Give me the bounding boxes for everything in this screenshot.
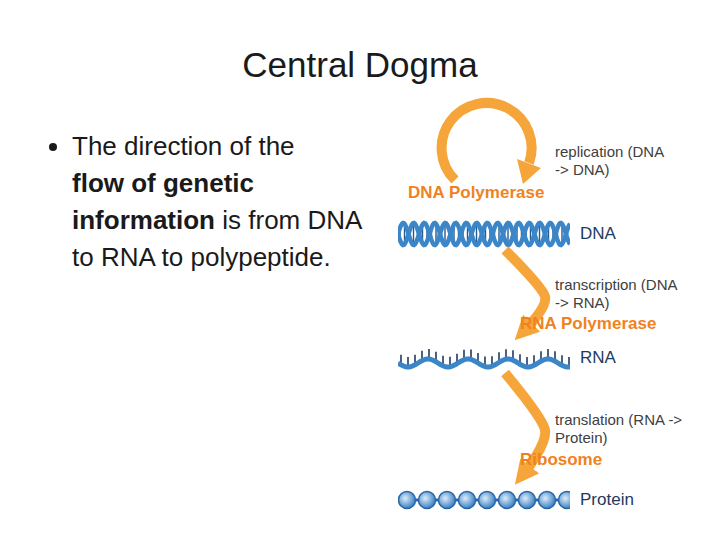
molecule-label: DNA — [580, 224, 616, 244]
dna-strand — [398, 223, 570, 245]
step-label: replication (DNA -> DNA) — [555, 143, 670, 179]
molecule-node: DNA — [398, 218, 626, 250]
beads-shape — [398, 487, 570, 513]
step-label: translation (RNA -> Protein) — [555, 411, 687, 447]
amino-acid-bead — [519, 492, 536, 509]
molecule-label: RNA — [580, 348, 616, 368]
amino-acid-bead — [479, 492, 496, 509]
enzyme-label: RNA Polymerase — [520, 314, 656, 334]
amino-acid-bead — [499, 492, 516, 509]
process-arrow — [505, 250, 545, 328]
amino-acid-bead — [559, 492, 571, 509]
replication-arrow-head — [517, 159, 541, 184]
amino-acid-bead — [419, 492, 436, 509]
amino-acid-bead — [459, 492, 476, 509]
process-arrow — [505, 373, 545, 472]
enzyme-label: DNA Polymerase — [408, 183, 544, 203]
amino-acid-bead — [539, 492, 556, 509]
enzyme-label: Ribosome — [520, 450, 602, 470]
molecule-label: Protein — [580, 490, 634, 510]
bullet-list: The direction of theflow of genetic info… — [40, 128, 372, 276]
amino-acid-bead — [439, 492, 456, 509]
helix-shape — [398, 218, 570, 250]
slide-title: Central Dogma — [0, 44, 720, 86]
dna-strand — [398, 223, 570, 245]
molecule-node: Protein — [398, 487, 643, 513]
bullet-item: The direction of theflow of genetic info… — [72, 128, 372, 276]
bullet-text: The direction of the — [72, 128, 372, 165]
molecule-node: RNA — [398, 343, 626, 373]
replication-loop-arrow — [442, 103, 532, 180]
rna-strand — [398, 359, 570, 367]
strand-shape — [398, 343, 570, 373]
amino-acid-bead — [399, 492, 416, 509]
step-label: transcription (DNA -> RNA) — [555, 276, 680, 312]
